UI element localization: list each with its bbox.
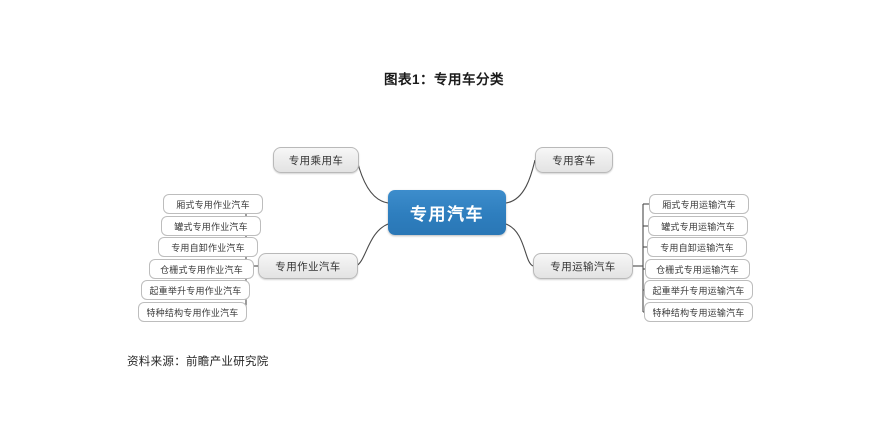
branch-node-label: 专用运输汽车 [550,260,616,273]
leaf-node[interactable]: 特种结构专用作业汽车 [138,302,247,322]
leaf-node-label: 起重举升专用运输汽车 [652,285,745,296]
leaf-node-label: 专用自卸运输汽车 [660,242,734,253]
branch-node-zhuanyong-yunshu-qiche[interactable]: 专用运输汽车 [533,253,633,279]
connector-center-to-branch-0 [356,159,389,204]
leaf-node[interactable]: 仓栅式专用运输汽车 [645,259,750,279]
connector-center-to-branch-1 [505,159,536,204]
leaf-node[interactable]: 起重举升专用运输汽车 [644,280,753,300]
leaf-node-label: 仓栅式专用运输汽车 [656,264,739,275]
leaf-node-label: 罐式专用作业汽车 [174,221,248,232]
leaf-node[interactable]: 专用自卸运输汽车 [647,237,747,257]
source-note: 资料来源：前瞻产业研究院 [127,356,269,368]
leaf-node-label: 厢式专用运输汽车 [662,199,736,210]
branch-node-label: 专用客车 [552,154,596,167]
leaf-node[interactable]: 厢式专用作业汽车 [163,194,263,214]
leaf-node[interactable]: 起重举升专用作业汽车 [141,280,250,300]
leaf-node[interactable]: 罐式专用运输汽车 [648,216,748,236]
leaf-node[interactable]: 仓栅式专用作业汽车 [149,259,254,279]
leaf-node-label: 特种结构专用运输汽车 [652,307,745,318]
connector-center-to-branch-3 [505,223,534,267]
page-title: 图表1：专用车分类 [383,72,504,87]
leaf-node-label: 罐式专用运输汽车 [661,221,735,232]
leaf-node-label: 特种结构专用作业汽车 [146,307,239,318]
branch-node-zhuanyong-zuoye-qiche[interactable]: 专用作业汽车 [258,253,358,279]
leaf-node-label: 仓栅式专用作业汽车 [160,264,243,275]
branch-node-zhuanyong-chengyongche[interactable]: 专用乘用车 [273,147,359,173]
center-node[interactable]: 专用汽车 [388,190,506,235]
branch-node-label: 专用乘用车 [288,154,344,167]
connector-center-to-branch-2 [355,223,389,267]
branch-node-zhuanyong-keche[interactable]: 专用客车 [535,147,613,173]
center-node-label: 专用汽车 [410,205,484,224]
leaf-node-label: 起重举升专用作业汽车 [149,285,242,296]
leaf-node[interactable]: 罐式专用作业汽车 [161,216,261,236]
branch-node-label: 专用作业汽车 [275,260,341,273]
leaf-node-label: 专用自卸作业汽车 [171,242,245,253]
leaf-node[interactable]: 厢式专用运输汽车 [649,194,749,214]
leaf-node[interactable]: 专用自卸作业汽车 [158,237,258,257]
leaf-node-label: 厢式专用作业汽车 [176,199,250,210]
leaf-node[interactable]: 特种结构专用运输汽车 [644,302,753,322]
